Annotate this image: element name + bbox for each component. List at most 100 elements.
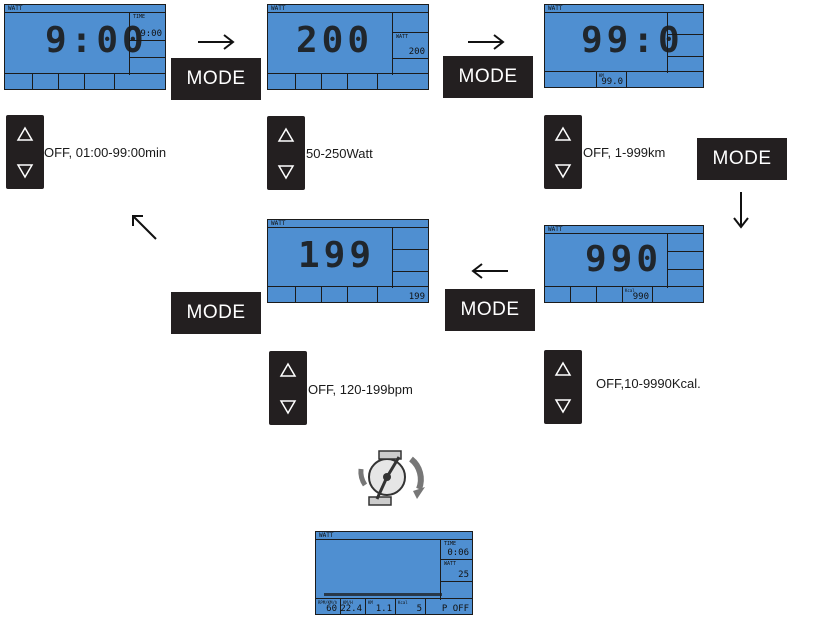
triangle-down-icon (554, 398, 572, 413)
lcd-bottom-cell (59, 74, 85, 89)
down-button[interactable] (544, 387, 582, 424)
pulse-value: P OFF (441, 604, 469, 614)
lcd-time-cell: TIME 9:00 (130, 13, 165, 41)
kmh-cell: KM/H 22.4 (340, 599, 366, 614)
triangle-up-icon (279, 362, 297, 377)
time-value: 9:00 (140, 29, 162, 39)
triangle-down-icon (277, 164, 295, 179)
lcd-time-panel: WATT 9:00 TIME 9:00 (4, 4, 166, 90)
distance-range-text: OFF, 1-999km (583, 145, 666, 160)
lcd-bottom-cell (545, 72, 597, 87)
lcd-bottom-row: KM 99.0 (545, 71, 703, 87)
lcd-bottom-cell (296, 74, 322, 89)
rpm-label: RPM/KM/h (318, 600, 338, 605)
mode-button[interactable]: MODE (443, 56, 533, 98)
mode-button[interactable]: MODE (697, 138, 787, 180)
lcd-side-column: TIME 9:00 (129, 13, 165, 75)
calories-range-text: OFF,10-9990Kcal. (596, 376, 701, 391)
arrow-left-icon (470, 261, 510, 285)
rpm-cell: RPM/KM/h 60 (316, 599, 341, 614)
lcd-bottom-row: 199 (268, 286, 428, 302)
lcd-bottom-cell (5, 74, 33, 89)
down-button[interactable] (6, 152, 44, 189)
lcd-bottom-cell (571, 287, 597, 302)
lcd-side-cell (393, 228, 428, 250)
time-range-text: OFF, 01:00-99:00min (44, 145, 167, 160)
lcd-time-cell: TIME 0:06 (441, 540, 472, 560)
lcd-distance-panel: WATT 99:0 KM 99.0 (544, 4, 704, 88)
lcd-main-value: 990 (585, 239, 663, 280)
down-button[interactable] (267, 153, 305, 190)
lcd-side-cell (393, 250, 428, 272)
up-button[interactable] (6, 115, 44, 152)
lcd-bottom-cell (348, 74, 378, 89)
watt-range-text: 50-250Watt (306, 146, 373, 161)
pedal-rotation-icon (355, 445, 437, 513)
triangle-down-icon (279, 399, 297, 414)
up-down-keypad (6, 115, 44, 189)
watt-label: WATT (444, 561, 457, 567)
lcd-watt-cell: WATT 200 (393, 33, 428, 59)
lcd-km-cell: KM 99.0 (597, 72, 627, 87)
lcd-header: WATT (545, 226, 703, 234)
triangle-up-icon (16, 126, 34, 141)
lcd-calories-panel: WATT 990 Kcal 990 (544, 225, 704, 303)
lcd-side-column (667, 234, 703, 288)
kcal-value: 990 (632, 292, 649, 302)
arrow-right-icon (466, 32, 506, 56)
time-value: 0:06 (447, 548, 469, 558)
lcd-bottom-cell (268, 74, 296, 89)
triangle-down-icon (554, 163, 572, 178)
pulse-cell: P OFF (426, 599, 472, 614)
mode-button[interactable]: MODE (445, 289, 535, 331)
lcd-bottom-cell (348, 287, 378, 302)
km-label: KM (599, 73, 604, 78)
arrow-up-left-icon (130, 213, 160, 247)
up-down-keypad (544, 115, 582, 189)
lcd-bottom-row (268, 73, 428, 89)
lcd-bottom-row: RPM/KM/h 60 KM/H 22.4 KM 1.1 Kcal 5 P OF… (316, 598, 472, 614)
down-button[interactable] (544, 152, 582, 189)
lcd-header: WATT (5, 5, 165, 13)
lcd-bottom-cell (322, 74, 348, 89)
lcd-kcal-cell: Kcal 990 (623, 287, 653, 302)
kcal-label: Kcal (398, 600, 408, 605)
lcd-side-cell (668, 35, 703, 57)
lcd-side-cell (668, 252, 703, 270)
triangle-up-icon (554, 361, 572, 376)
pulse-value: 199 (408, 292, 425, 302)
kcal-value: 5 (416, 604, 422, 614)
time-label: TIME (133, 14, 146, 20)
lcd-bottom-row (5, 73, 165, 89)
pulse-range-text: OFF, 120-199bpm (308, 382, 413, 397)
lcd-side-column (667, 13, 703, 73)
lcd-side-cell (668, 234, 703, 252)
lcd-bottom-cell (322, 287, 348, 302)
km-label: KM (368, 600, 373, 605)
lcd-side-column (392, 228, 428, 288)
up-button[interactable] (267, 116, 305, 153)
arrow-right-icon (196, 32, 236, 56)
up-button[interactable] (544, 115, 582, 152)
lcd-main-value: 9:00 (45, 20, 148, 61)
up-down-keypad (269, 351, 307, 425)
lcd-main-value: 200 (296, 20, 374, 61)
mode-button[interactable]: MODE (171, 58, 261, 100)
lcd-side-column: WATT 200 (392, 13, 428, 75)
up-button[interactable] (269, 351, 307, 388)
lcd-header: WATT (545, 5, 703, 13)
lcd-side-column: TIME 0:06 WATT 25 (440, 540, 472, 600)
watt-value: 25 (458, 570, 469, 580)
km-value: 99.0 (601, 77, 623, 87)
triangle-up-icon (277, 127, 295, 142)
rpm-value: 60 (326, 604, 337, 614)
watt-value: 200 (408, 47, 425, 57)
watt-label: WATT (396, 34, 409, 40)
kmh-value: 22.4 (340, 604, 362, 614)
lcd-bottom-cell (268, 287, 296, 302)
mode-button[interactable]: MODE (171, 292, 261, 334)
down-button[interactable] (269, 388, 307, 425)
lcd-header: WATT (316, 532, 472, 540)
lcd-watt-panel: WATT 200 WATT 200 (267, 4, 429, 90)
up-button[interactable] (544, 350, 582, 387)
